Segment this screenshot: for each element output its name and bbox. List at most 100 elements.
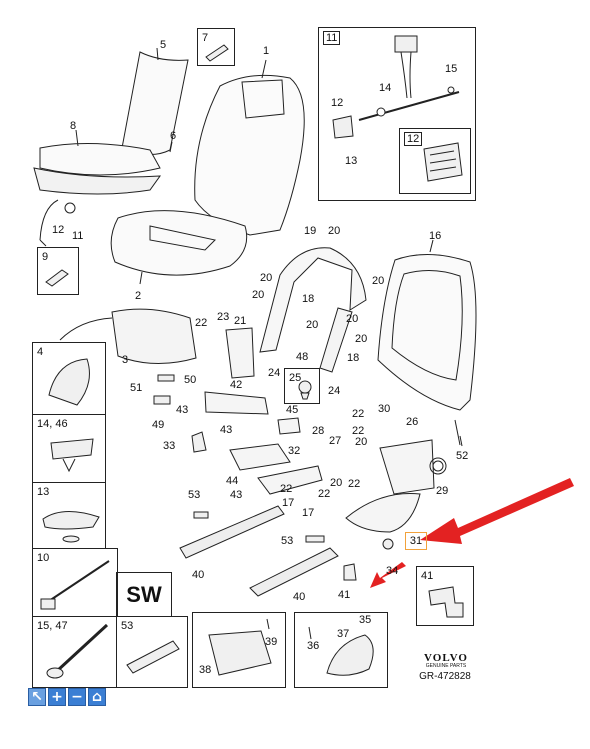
zoom-in-icon[interactable]: +	[48, 688, 66, 706]
callout-43-c[interactable]: 43	[230, 489, 243, 501]
callout-48[interactable]: 48	[296, 351, 309, 363]
callout-17-a[interactable]: 17	[282, 497, 295, 509]
callout-12[interactable]: 12	[52, 224, 65, 236]
callout-17-b[interactable]: 17	[302, 507, 315, 519]
backrest-frame-side-drawing	[259, 247, 367, 353]
callout-26[interactable]: 26	[406, 416, 419, 428]
callout-20-f[interactable]: 20	[355, 333, 368, 345]
callout-49[interactable]: 49	[152, 419, 165, 431]
callout-24-a[interactable]: 24	[268, 367, 281, 379]
inset-box-13-number: 13	[37, 486, 50, 498]
callout-40-a[interactable]: 40	[192, 569, 205, 581]
callout-50[interactable]: 50	[184, 374, 197, 386]
inset-box-11-callout-15[interactable]: 15	[445, 63, 458, 75]
callout-2[interactable]: 2	[135, 290, 142, 302]
callout-20-c[interactable]: 20	[252, 289, 265, 301]
inset-box-11-sub-number: 12	[404, 132, 423, 146]
seat-rail-right-drawing	[249, 547, 339, 597]
inset-box-11[interactable]: 11 12 13 14 15 12	[318, 27, 476, 201]
inset-box-35-callout-36[interactable]: 36	[307, 640, 320, 652]
callout-27[interactable]: 27	[329, 435, 342, 447]
inset-box-53-number: 53	[121, 620, 134, 632]
callout-53-b[interactable]: 53	[281, 535, 294, 547]
callout-20-h[interactable]: 20	[355, 436, 368, 448]
callout-22-c[interactable]: 22	[352, 425, 365, 437]
callout-41[interactable]: 41	[338, 589, 351, 601]
zoom-out-icon[interactable]: −	[68, 688, 86, 706]
inset-box-15-47[interactable]: 15, 47	[32, 616, 118, 688]
inset-box-11-number: 11	[323, 31, 341, 45]
inset-box-4[interactable]: 4	[32, 342, 106, 416]
callout-20-b[interactable]: 20	[260, 272, 273, 284]
callout-18-b[interactable]: 18	[347, 352, 360, 364]
inset-box-9[interactable]: 9	[37, 247, 79, 295]
callout-51[interactable]: 51	[130, 382, 143, 394]
callout-arrows	[370, 478, 574, 588]
callout-33[interactable]: 33	[163, 440, 176, 452]
inset-box-10-drawing	[40, 560, 110, 610]
inset-box-11-callout-13[interactable]: 13	[345, 155, 358, 167]
inset-box-11-sub-12[interactable]: 12	[399, 128, 471, 194]
callout-45[interactable]: 45	[286, 404, 299, 416]
callout-42[interactable]: 42	[230, 379, 243, 391]
inset-box-35-callout-35[interactable]: 35	[359, 614, 372, 626]
callout-43-a[interactable]: 43	[176, 404, 189, 416]
callout-20-e[interactable]: 20	[346, 313, 359, 325]
inset-box-41[interactable]: 41	[416, 566, 474, 626]
callout-11[interactable]: 11	[72, 230, 84, 242]
callout-6[interactable]: 6	[170, 130, 177, 142]
inset-box-35-callout-37[interactable]: 37	[337, 628, 350, 640]
genuine-parts-text: GENUINE PARTS	[425, 663, 467, 669]
callout-30[interactable]: 30	[378, 403, 391, 415]
pointer-icon[interactable]: ↖	[28, 688, 46, 706]
inset-box-15-47-drawing	[46, 623, 109, 679]
inset-box-38-callout-38[interactable]: 38	[199, 664, 212, 676]
callout-52[interactable]: 52	[456, 450, 469, 462]
callout-20-a[interactable]: 20	[328, 225, 341, 237]
callout-22-f[interactable]: 22	[318, 488, 331, 500]
inset-box-38-callout-39[interactable]: 39	[265, 636, 278, 648]
inset-box-35[interactable]: 35 36 37	[294, 612, 388, 688]
callout-20-d[interactable]: 20	[372, 275, 385, 287]
callout-18-a[interactable]: 18	[302, 293, 315, 305]
callout-34[interactable]: 34	[386, 565, 399, 577]
callout-16[interactable]: 16	[429, 230, 442, 242]
wiring-harness-drawing	[332, 35, 460, 139]
inset-box-38[interactable]: 38 39	[192, 612, 286, 688]
callout-20-g[interactable]: 20	[306, 319, 319, 331]
inset-box-53[interactable]: 53	[116, 616, 188, 688]
callout-22-b[interactable]: 22	[352, 408, 365, 420]
inset-box-13[interactable]: 13	[32, 482, 106, 550]
callout-3[interactable]: 3	[122, 354, 129, 366]
diagram-reference-code: GR-472828	[419, 671, 471, 682]
highlighted-part-31[interactable]: 31	[405, 532, 427, 550]
inset-box-14-46-number: 14, 46	[37, 418, 68, 430]
inset-box-14-46[interactable]: 14, 46	[32, 414, 106, 484]
callout-22-e[interactable]: 22	[280, 483, 293, 495]
callout-22-d[interactable]: 22	[348, 478, 361, 490]
callout-28[interactable]: 28	[312, 425, 325, 437]
callout-43-b[interactable]: 43	[220, 424, 233, 436]
inset-box-11-callout-12[interactable]: 12	[331, 97, 344, 109]
inset-box-10[interactable]: 10	[32, 548, 118, 618]
callout-29[interactable]: 29	[436, 485, 449, 497]
inset-box-11-callout-14[interactable]: 14	[379, 82, 392, 94]
callout-24-b[interactable]: 24	[328, 385, 341, 397]
callout-19[interactable]: 19	[304, 225, 317, 237]
callout-22-a[interactable]: 22	[195, 317, 208, 329]
callout-53-a[interactable]: 53	[188, 489, 201, 501]
callout-44[interactable]: 44	[226, 475, 239, 487]
callout-40-b[interactable]: 40	[293, 591, 306, 603]
home-icon[interactable]: ⌂	[88, 688, 106, 706]
callout-5[interactable]: 5	[160, 39, 167, 51]
seat-mechanism-drawing	[204, 391, 269, 415]
callout-1[interactable]: 1	[263, 45, 270, 57]
inset-box-53-drawing	[126, 640, 180, 674]
callout-23[interactable]: 23	[217, 311, 230, 323]
inset-box-25[interactable]: 25	[284, 368, 320, 404]
callout-20-i[interactable]: 20	[330, 477, 343, 489]
callout-21[interactable]: 21	[234, 315, 247, 327]
callout-8[interactable]: 8	[70, 120, 77, 132]
callout-32[interactable]: 32	[288, 445, 301, 457]
inset-box-7[interactable]: 7	[197, 28, 235, 66]
